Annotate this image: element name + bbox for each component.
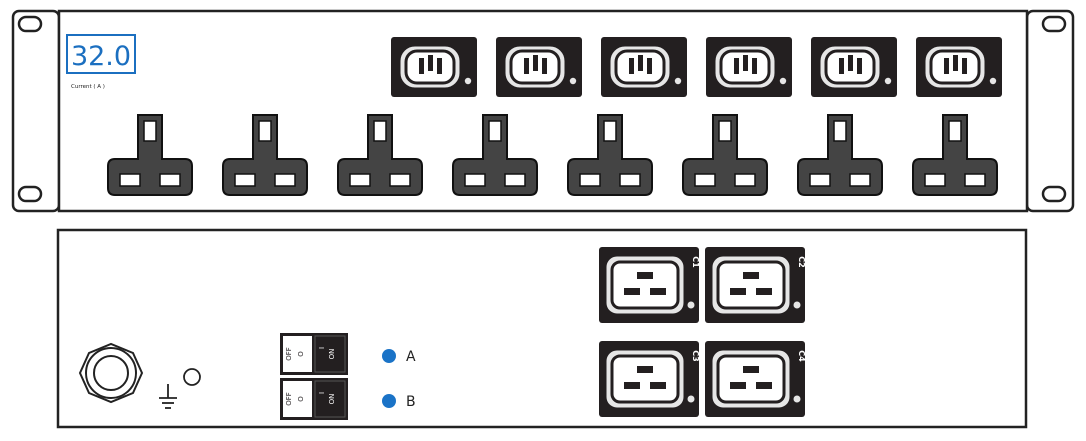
iec-c13-outlet-4[interactable] bbox=[704, 35, 794, 99]
rear-face bbox=[56, 228, 1028, 429]
breaker-switch-a[interactable]: OFF O I ON bbox=[279, 332, 349, 376]
breaker-a-off-label: OFF bbox=[285, 347, 293, 361]
rack-slot-right-top bbox=[1041, 15, 1067, 33]
rack-slot-left-top bbox=[17, 15, 43, 33]
indicator-label-b: B bbox=[406, 394, 416, 410]
current-meter-caption: Current ( A ) bbox=[71, 84, 105, 90]
breaker-b-off-symbol: O bbox=[297, 396, 305, 402]
iec-c13-outlet-3[interactable] bbox=[599, 35, 689, 99]
iec-c13-outlet-5[interactable] bbox=[809, 35, 899, 99]
iec-c13-outlet-2[interactable] bbox=[494, 35, 584, 99]
iec-c13-outlet-1[interactable] bbox=[389, 35, 479, 99]
breaker-switch-b[interactable]: OFF O I ON bbox=[279, 377, 349, 421]
current-meter-display bbox=[66, 34, 136, 74]
c19-outlet-c3[interactable]: C3 bbox=[597, 339, 701, 419]
breaker-b-on-symbol: I bbox=[318, 392, 326, 394]
c19-label-c1: C1 bbox=[691, 256, 700, 268]
breaker-a-on-symbol: I bbox=[318, 347, 326, 349]
indicator-led-a bbox=[382, 349, 396, 363]
rack-ear-right bbox=[1025, 9, 1075, 213]
front-panel: 32.0 Current ( A ) bbox=[11, 9, 1075, 213]
ground-screw-icon bbox=[183, 368, 201, 386]
indicator-label-a: A bbox=[406, 349, 416, 365]
ground-symbol-icon bbox=[159, 384, 177, 409]
c19-label-c4: C4 bbox=[797, 350, 806, 362]
c19-label-c3: C3 bbox=[691, 350, 700, 361]
c19-outlet-c4[interactable]: C4 bbox=[703, 339, 807, 419]
current-meter-value: 32.0 bbox=[71, 41, 131, 72]
rack-slot-left-bottom bbox=[17, 185, 43, 203]
breaker-b-off-label: OFF bbox=[285, 392, 293, 406]
c19-label-c2: C2 bbox=[797, 256, 806, 267]
breaker-a-on-label: ON bbox=[328, 349, 336, 360]
rear-panel: OFF O I ON OFF O I ON A B C1 C2 C3 bbox=[56, 228, 1028, 429]
c19-outlet-c2[interactable]: C2 bbox=[703, 245, 807, 325]
indicator-led-b bbox=[382, 394, 396, 408]
breaker-a-off-symbol: O bbox=[297, 351, 305, 357]
breaker-b-on-label: ON bbox=[328, 394, 336, 405]
c19-outlet-c1[interactable]: C1 bbox=[597, 245, 701, 325]
iec-c13-outlet-6[interactable] bbox=[914, 35, 1004, 99]
rack-ear-left bbox=[11, 9, 61, 213]
cable-gland-icon bbox=[78, 342, 144, 404]
rack-slot-right-bottom bbox=[1041, 185, 1067, 203]
